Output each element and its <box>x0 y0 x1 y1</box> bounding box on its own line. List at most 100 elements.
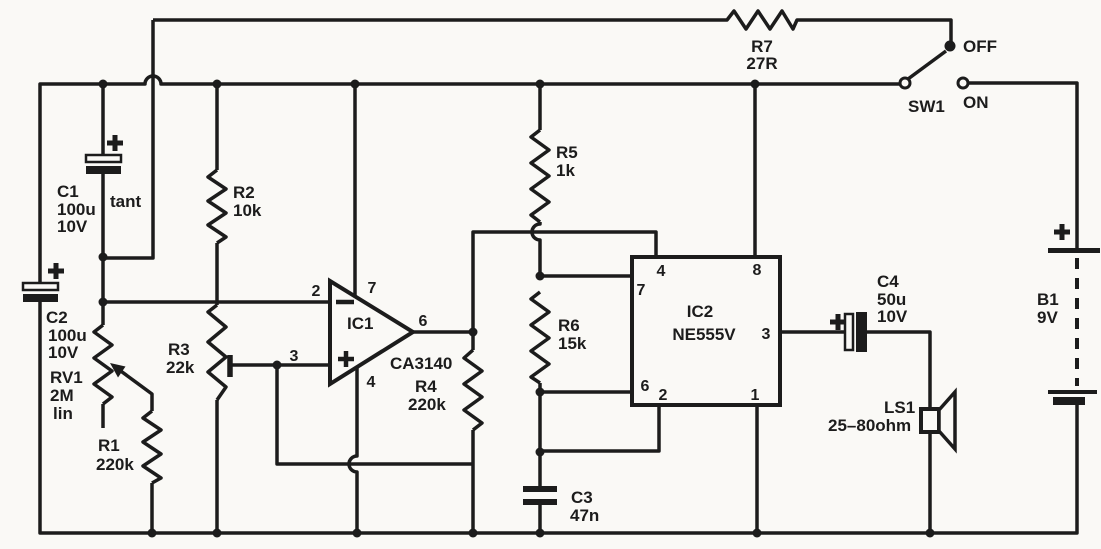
r2-value-label: 10k <box>233 201 262 220</box>
rv1-wiper-arrow-icon <box>110 363 126 378</box>
sw1-lever <box>906 49 948 81</box>
ic2-pin7-label: 7 <box>637 282 646 299</box>
c2-plate-positive <box>21 281 60 292</box>
c2-ref-label: C2 <box>46 308 68 327</box>
ls1-driver <box>919 407 941 434</box>
switch-sw1[interactable] <box>898 40 970 90</box>
resistor-r6-symbol <box>529 290 551 385</box>
c4-ref-label: C4 <box>877 272 899 291</box>
capacitors <box>21 135 867 505</box>
c3-plate-top <box>523 486 557 492</box>
ic2-pin4-label: 4 <box>657 263 666 280</box>
c2-value-label: 100u <box>48 326 87 345</box>
r6-value-label: 15k <box>558 334 587 353</box>
junction-r6-threshold <box>535 387 545 397</box>
junction-r5-rail <box>535 79 545 89</box>
r2-ref-label: R2 <box>233 183 255 202</box>
wire-r5-hop <box>530 222 542 276</box>
junction-r5-r6 <box>535 271 545 281</box>
rv1-value-label: 2M <box>50 386 74 405</box>
c4-value-label: 50u <box>877 290 906 309</box>
battery-b1 <box>1048 224 1100 405</box>
junction-dots <box>98 79 935 538</box>
c1-polarity-plus-icon <box>107 135 123 151</box>
c1-value-label: 100u <box>57 200 96 219</box>
ls1-ref-label: LS1 <box>884 398 915 417</box>
rv1-taper-label: lin <box>53 404 73 423</box>
resistor-r1-symbol <box>141 409 163 485</box>
b1-plate-short <box>1053 397 1085 405</box>
r4-ref-label: R4 <box>415 377 437 396</box>
ic2-ref-label: IC2 <box>687 302 713 321</box>
wire-rv1-wiper-stem <box>116 367 154 411</box>
wire-on-to-battery <box>969 81 1079 248</box>
resistor-r2-symbol <box>206 168 228 245</box>
c4-plate-positive <box>843 312 855 352</box>
ls1-cone-icon <box>937 387 957 454</box>
potentiometer-rv1-symbol <box>92 323 114 406</box>
ic2-body <box>630 255 782 407</box>
c2-rating-label: 10V <box>48 343 79 362</box>
r7-ref-label: R7 <box>751 37 773 56</box>
junction-r3-ground <box>212 528 222 538</box>
sw1-off-label: OFF <box>963 37 997 56</box>
junction-trigger <box>535 447 545 457</box>
sw1-on-contact <box>956 76 970 90</box>
ic1-pin4-label: 4 <box>367 374 376 391</box>
noninverting-input-icon <box>338 351 354 367</box>
junction-r1-ground <box>147 528 157 538</box>
junction-pin3-node <box>272 360 282 370</box>
c2-plate-negative <box>23 294 58 302</box>
junction-r4-ground <box>468 528 478 538</box>
ic2-pin1-label: 1 <box>751 387 760 404</box>
c1-plate-negative <box>86 166 121 174</box>
r1-value-label: 220k <box>96 455 134 474</box>
ic1-pin2-label: 2 <box>312 283 321 300</box>
c4-rating-label: 10V <box>877 307 908 326</box>
c1-note-label: tant <box>110 192 142 211</box>
c3-ref-label: C3 <box>571 488 593 507</box>
c4-polarity-plus-icon <box>830 314 846 330</box>
r6-ref-label: R6 <box>558 316 580 335</box>
wire-opamp-pin4 <box>347 366 359 533</box>
junction-ls1-ground <box>925 528 935 538</box>
b1-polarity-plus-icon <box>1054 224 1070 240</box>
wire-feedback <box>275 365 473 466</box>
ic1-pin6-label: 6 <box>419 313 428 330</box>
r3-value-label: 22k <box>166 358 195 377</box>
r1-ref-label: R1 <box>98 436 120 455</box>
junction-c1-rail <box>98 79 108 89</box>
junction-c3-ground <box>535 528 545 538</box>
b1-plate-long <box>1048 390 1097 394</box>
wire-ground-rail <box>38 301 1079 535</box>
ic2-pin3-label: 3 <box>762 326 771 343</box>
ic2-pin2-label: 2 <box>659 387 668 404</box>
junction-opamp-output <box>468 327 478 337</box>
wire-top-rail <box>153 9 953 42</box>
r5-value-label: 1k <box>556 161 575 180</box>
junction-pin1-ground <box>752 528 762 538</box>
rv1-ref-label: RV1 <box>50 368 83 387</box>
junction-pin7-rail <box>350 79 360 89</box>
b1-plate-positive <box>1048 248 1100 253</box>
ic1-pin3-label: 3 <box>290 348 299 365</box>
r3-ref-label: R3 <box>168 340 190 359</box>
junction-r2-rail <box>212 79 222 89</box>
wires <box>38 9 1079 535</box>
resistors <box>92 128 551 485</box>
c4-plate-negative <box>856 312 867 352</box>
ic1-part-label: CA3140 <box>390 354 452 373</box>
c1-plate-positive <box>84 153 123 164</box>
ic2-part-label: NE555V <box>672 325 736 344</box>
c3-plate-bottom <box>523 499 557 505</box>
ls1-value-label: 25–80ohm <box>828 416 911 435</box>
sw1-on-label: ON <box>963 93 989 112</box>
resistor-r5-symbol <box>529 128 551 224</box>
c1-rating-label: 10V <box>57 217 88 236</box>
c2-polarity-plus-icon <box>48 263 64 279</box>
opamp-ic1 <box>328 277 417 388</box>
sw1-off-contact <box>944 40 956 52</box>
resistor-r3-symbol <box>206 303 228 401</box>
